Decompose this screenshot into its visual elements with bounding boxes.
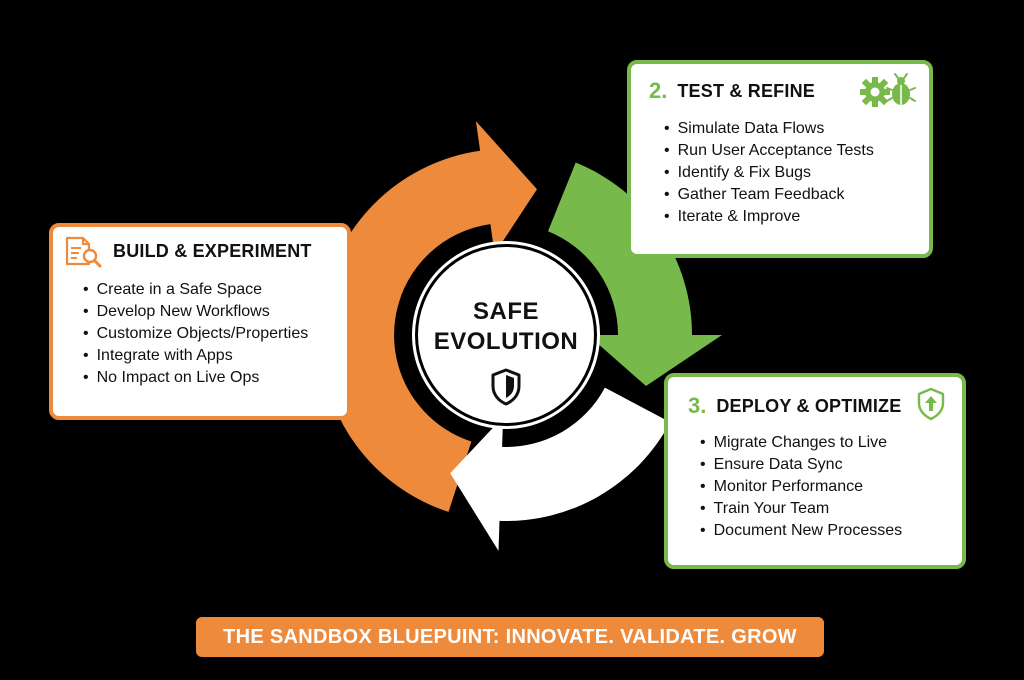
list-item: No Impact on Live Ops bbox=[83, 367, 308, 389]
list-item: Document New Processes bbox=[700, 520, 903, 542]
list-item: Ensure Data Sync bbox=[700, 454, 902, 476]
orange-arc-arrow bbox=[324, 121, 537, 312]
list-item: Migrate Changes to Live bbox=[700, 432, 902, 454]
hub-title-line1: SAFE bbox=[472, 298, 539, 325]
test-card-title: TEST & REFINE bbox=[677, 80, 815, 101]
list-item: Integrate with Apps bbox=[83, 345, 308, 367]
deploy-optimize-card: 3. DEPLOY & OPTIMIZE Migrate Changes to … bbox=[664, 373, 966, 569]
deploy-card-header: 3. DEPLOY & OPTIMIZE bbox=[688, 393, 901, 419]
document-search-icon bbox=[63, 235, 103, 274]
list-item: Create in a Safe Space bbox=[83, 279, 308, 301]
gear-bug-icon bbox=[859, 72, 919, 115]
test-refine-card: 2. TEST & REFINE bbox=[627, 60, 933, 258]
deploy-items-list: Migrate Changes to Live Ensure Data Sync… bbox=[700, 432, 903, 542]
build-card-title: BUILD & EXPERIMENT bbox=[113, 241, 312, 261]
list-item: Identify & Fix Bugs bbox=[664, 162, 874, 184]
list-item: Train Your Team bbox=[700, 498, 902, 520]
hub-title: SAFE EVOLUTION bbox=[434, 297, 579, 357]
green-arc-arrow bbox=[548, 162, 722, 386]
shield-arrow-up-icon bbox=[916, 387, 946, 426]
list-item: Customize Objects/Properties bbox=[83, 323, 309, 345]
build-card-header: BUILD & EXPERIMENT bbox=[113, 241, 312, 262]
list-item: Monitor Performance bbox=[700, 476, 902, 498]
list-item: Gather Team Feedback bbox=[664, 184, 874, 206]
list-item: Run User Acceptance Tests bbox=[664, 140, 874, 162]
test-items-list: Simulate Data Flows Run User Acceptance … bbox=[664, 118, 874, 228]
hub-title-line2: EVOLUTION bbox=[433, 328, 579, 355]
orange-arc-bottom bbox=[319, 271, 472, 512]
test-step-number: 2. bbox=[649, 78, 668, 103]
safe-evolution-hub: SAFE EVOLUTION bbox=[415, 244, 597, 426]
build-items-list: Create in a Safe Space Develop New Workf… bbox=[83, 279, 309, 389]
build-experiment-card: BUILD & EXPERIMENT Create in a Safe Spac… bbox=[49, 223, 351, 420]
test-card-header: 2. TEST & REFINE bbox=[649, 78, 815, 104]
blueprint-banner: THE SANDBOX BLUEPUINT: INNOVATE. VALIDAT… bbox=[196, 617, 824, 657]
shield-icon bbox=[489, 367, 523, 412]
white-arc-arrow bbox=[450, 387, 671, 551]
list-item: Iterate & Improve bbox=[664, 206, 874, 228]
list-item: Develop New Workflows bbox=[83, 301, 308, 323]
list-item: Simulate Data Flows bbox=[664, 118, 874, 140]
deploy-step-number: 3. bbox=[688, 393, 707, 418]
deploy-card-title: DEPLOY & OPTIMIZE bbox=[716, 395, 902, 416]
